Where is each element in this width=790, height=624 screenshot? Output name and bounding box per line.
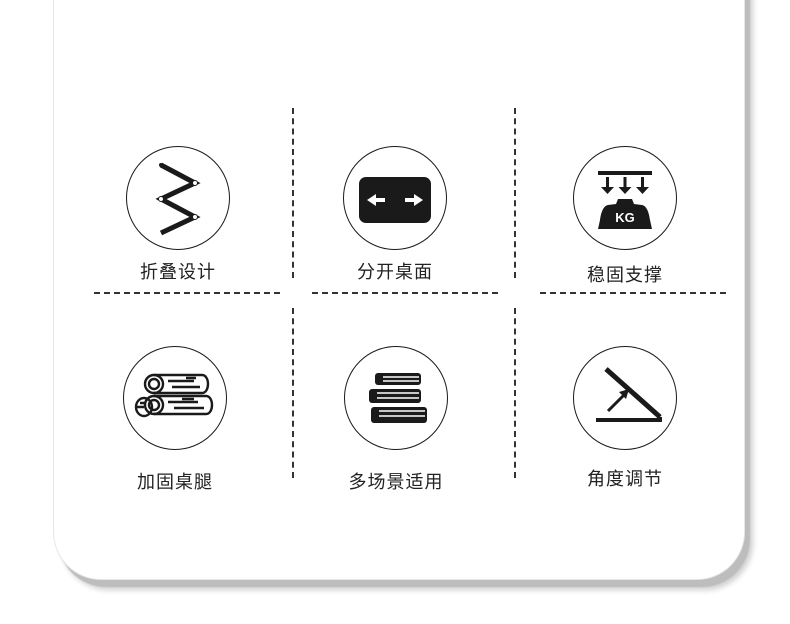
divider [514, 108, 516, 278]
feature-label: 加固桌腿 [137, 472, 213, 493]
zigzag-fold-icon [126, 146, 230, 250]
feature-stable: KG 稳固支撑 [525, 146, 725, 306]
feature-angle: 角度调节 [525, 346, 725, 506]
logs-icon [123, 346, 227, 450]
feature-legs: 加固桌腿 [75, 346, 275, 506]
feature-label: 多场景适用 [348, 472, 444, 493]
feature-label: 稳固支撑 [587, 265, 663, 286]
divider [312, 292, 498, 294]
feature-folding: 折叠设计 [78, 146, 278, 306]
feature-label: 分开桌面 [357, 262, 433, 283]
feature-label: 折叠设计 [140, 262, 216, 283]
books-icon [344, 346, 448, 450]
feature-multiscene: 多场景适用 [296, 346, 496, 506]
weight-text: KG [615, 210, 635, 225]
divider [514, 308, 516, 478]
feature-split: 分开桌面 [295, 146, 495, 306]
divider [540, 292, 726, 294]
feature-label: 角度调节 [587, 469, 663, 490]
divider [94, 292, 280, 294]
divider [292, 308, 294, 478]
divider [292, 108, 294, 278]
split-arrows-icon [343, 146, 447, 250]
feature-card [53, 0, 745, 580]
kg-weight-icon: KG [573, 146, 677, 250]
angle-adjust-icon [573, 346, 677, 450]
